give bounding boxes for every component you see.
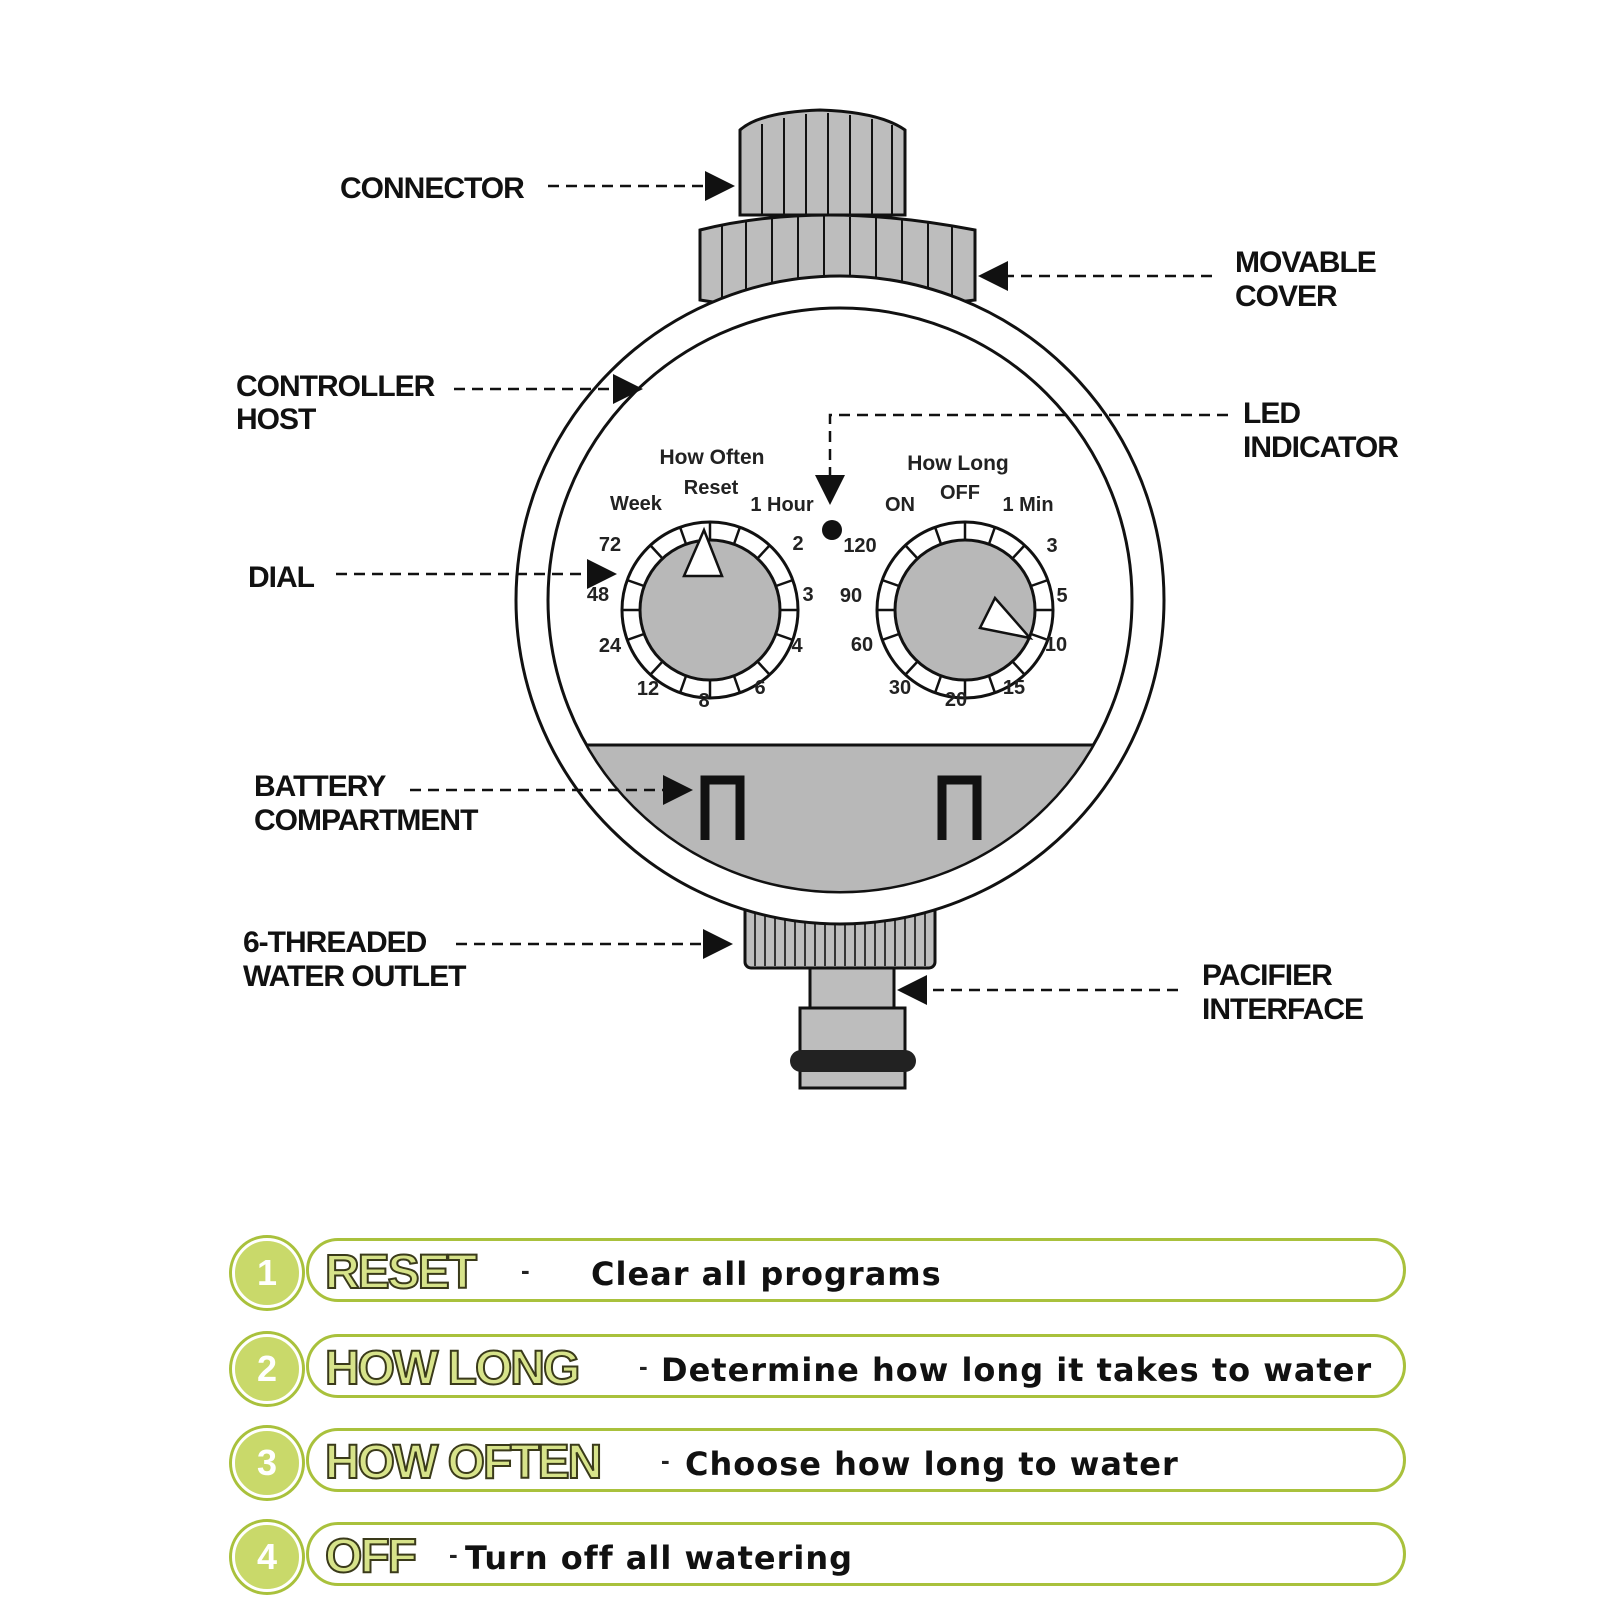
- tick-2: 2: [792, 533, 803, 555]
- led-leader: [815, 413, 1228, 505]
- off-label: OFF: [940, 482, 980, 504]
- connector-label: CONNECTOR: [340, 172, 525, 205]
- tick-72: 72: [599, 534, 621, 556]
- tick-8: 8: [698, 690, 709, 712]
- legend-description: Determine how long it takes to water: [661, 1351, 1373, 1389]
- legend-dash: -: [449, 1539, 458, 1569]
- legend-pill: OFF - Turn off all watering: [306, 1522, 1406, 1586]
- led-indicator: [822, 520, 842, 540]
- tick-48: 48: [587, 584, 609, 606]
- led-indicator-label-1: LED: [1243, 397, 1300, 430]
- legend-description: Clear all programs: [591, 1255, 942, 1293]
- step-badge: 2: [232, 1334, 302, 1404]
- tick-10: 10: [1045, 634, 1067, 656]
- pacifier-label-2: INTERFACE: [1202, 993, 1363, 1026]
- legend-description: Turn off all watering: [465, 1539, 854, 1577]
- tick-12: 12: [637, 678, 659, 700]
- tick-4: 4: [791, 635, 803, 657]
- tick-3-min: 3: [1046, 535, 1057, 557]
- legend-dash: -: [521, 1255, 530, 1285]
- legend-pill: RESET - Clear all programs: [306, 1238, 1406, 1302]
- water-outlet-label-1: 6-THREADED: [243, 926, 427, 959]
- pacifier-interface: [790, 966, 916, 1090]
- tick-15: 15: [1003, 677, 1025, 699]
- battery-label-1: BATTERY: [254, 770, 386, 803]
- led-indicator-label-2: INDICATOR: [1243, 431, 1399, 464]
- movable-cover-label-1: MOVABLE: [1235, 246, 1376, 279]
- legend-keyword: OFF: [324, 1530, 418, 1584]
- on-label: ON: [885, 494, 915, 516]
- connector: [738, 108, 907, 217]
- pacifier-label-1: PACIFIER: [1202, 959, 1333, 992]
- tick-24: 24: [599, 635, 622, 657]
- how-long-heading: How Long: [907, 452, 1008, 475]
- tick-60: 60: [851, 634, 873, 656]
- legend-pill: HOW LONG - Determine how long it takes t…: [306, 1334, 1406, 1398]
- movable-cover-label-2: COVER: [1235, 280, 1338, 313]
- legend-row-off: 4 OFF - Turn off all watering: [232, 1522, 1412, 1592]
- controller-host-label-2: HOST: [236, 403, 316, 436]
- tick-5: 5: [1056, 585, 1067, 607]
- how-long-dial[interactable]: [875, 520, 1055, 700]
- legend-dash: -: [661, 1445, 670, 1475]
- how-often-dial[interactable]: [620, 520, 800, 700]
- tick-120: 120: [843, 535, 876, 557]
- one-hour-label: 1 Hour: [750, 494, 814, 516]
- tick-90: 90: [840, 585, 862, 607]
- week-label: Week: [610, 493, 663, 515]
- legend-row-how-often: 3 HOW OFTEN - Choose how long to water: [232, 1428, 1412, 1498]
- controller-host-label-1: CONTROLLER: [236, 370, 436, 403]
- legend-pill: HOW OFTEN - Choose how long to water: [306, 1428, 1406, 1492]
- water-outlet-label-2: WATER OUTLET: [243, 960, 466, 993]
- legend-row-reset: 1 RESET - Clear all programs: [232, 1238, 1412, 1308]
- reset-label: Reset: [684, 477, 739, 499]
- how-often-pointer: [682, 526, 724, 578]
- how-long-pointer: [978, 595, 1034, 640]
- dial-label: DIAL: [248, 561, 315, 594]
- legend-description: Choose how long to water: [685, 1445, 1179, 1483]
- step-badge: 4: [232, 1522, 302, 1592]
- tick-20: 20: [945, 689, 967, 711]
- how-often-heading: How Often: [660, 446, 765, 469]
- one-min-label: 1 Min: [1002, 494, 1053, 516]
- step-badge: 1: [232, 1238, 302, 1308]
- legend-keyword: HOW OFTEN: [324, 1436, 603, 1490]
- step-badge: 3: [232, 1428, 302, 1498]
- battery-label-2: COMPARTMENT: [254, 804, 478, 837]
- legend-keyword: RESET: [324, 1246, 478, 1300]
- tick-3: 3: [802, 584, 813, 606]
- legend-dash: -: [639, 1351, 648, 1381]
- legend-row-how-long: 2 HOW LONG - Determine how long it takes…: [232, 1334, 1412, 1404]
- tick-30: 30: [889, 677, 911, 699]
- timer-diagram: How Often Week Reset 1 Hour 72 48 24 12 …: [236, 108, 1400, 1090]
- tick-6: 6: [754, 677, 765, 699]
- legend-keyword: HOW LONG: [324, 1342, 581, 1396]
